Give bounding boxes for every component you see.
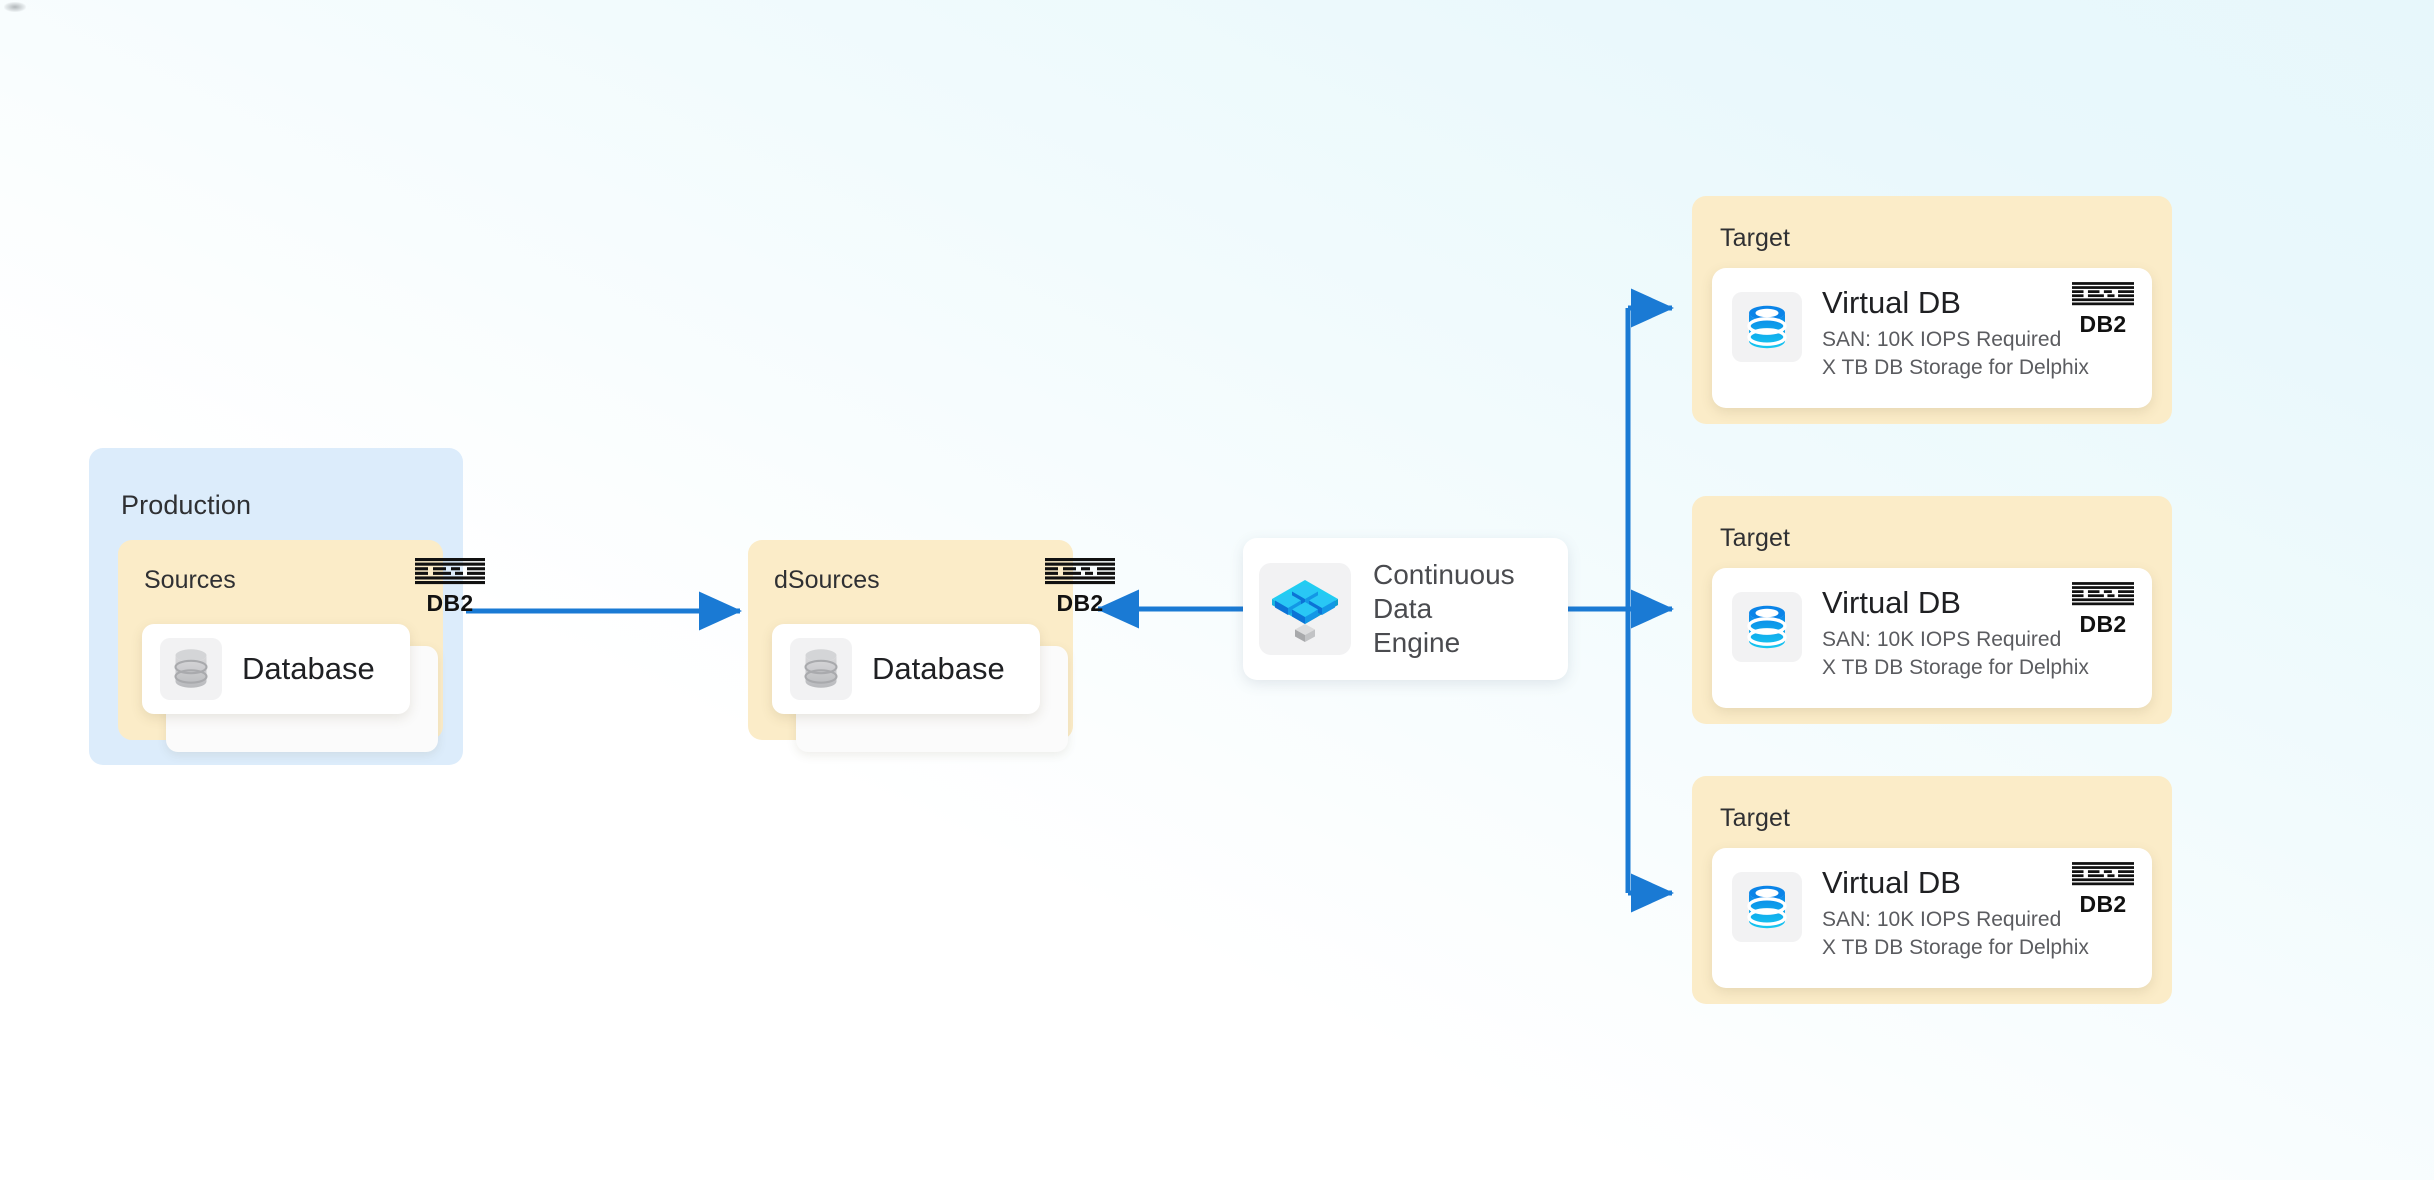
ibm-db2-logo-dsources: DB2 [1045, 558, 1115, 615]
dsource-database-card[interactable]: Database [772, 624, 1040, 714]
db2-label: DB2 [2079, 891, 2127, 917]
virtual-db-card-1[interactable]: Virtual DB SAN: 10K IOPS Required X TB D… [1712, 268, 2152, 408]
ibm-mark-icon [2072, 582, 2134, 611]
ibm-mark-icon [2072, 862, 2134, 891]
db2-label: DB2 [2079, 611, 2127, 637]
virtual-db-card-2[interactable]: Virtual DB SAN: 10K IOPS Required X TB D… [1712, 568, 2152, 708]
db2-label: DB2 [1056, 590, 1104, 616]
engine-title: Continuous Data Engine [1373, 558, 1515, 659]
production-title: Production [121, 490, 252, 520]
virtual-db-card-3[interactable]: Virtual DB SAN: 10K IOPS Required X TB D… [1712, 848, 2152, 988]
database-cylinder-icon [790, 638, 852, 700]
ibm-mark-icon [415, 558, 485, 590]
virtual-db-line2-1: X TB DB Storage for Delphix [1822, 355, 2089, 379]
virtual-db-name-1: Virtual DB [1822, 285, 1961, 320]
virtual-db-line1-3: SAN: 10K IOPS Required [1822, 908, 2062, 932]
database-cylinder-icon [160, 638, 222, 700]
target-title-2: Target [1720, 524, 1791, 552]
sources-card: Sources [118, 540, 485, 752]
corner-artifact [4, 2, 26, 12]
virtual-db-cylinder-icon [1732, 592, 1802, 662]
virtual-db-name-2: Virtual DB [1822, 585, 1961, 620]
dsource-database-name: Database [872, 651, 1005, 686]
ibm-mark-icon [2072, 282, 2134, 311]
virtual-db-line1-2: SAN: 10K IOPS Required [1822, 628, 2062, 652]
dsources-card: dSources [748, 540, 1115, 752]
ibm-db2-logo-sources: DB2 [415, 558, 485, 615]
dsource-database-stack: Database [772, 624, 1068, 752]
target-title-3: Target [1720, 804, 1791, 832]
sources-label: Sources [144, 566, 236, 594]
ibm-db2-logo-target-3: DB2 [2072, 862, 2134, 916]
dsources-label: dSources [774, 566, 880, 594]
virtual-db-cylinder-icon [1732, 872, 1802, 942]
virtual-db-name-3: Virtual DB [1822, 865, 1961, 900]
ibm-mark-icon [1045, 558, 1115, 590]
virtual-db-line2-3: X TB DB Storage for Delphix [1822, 935, 2089, 959]
virtual-db-line2-2: X TB DB Storage for Delphix [1822, 655, 2089, 679]
cube-cluster-icon [1259, 563, 1351, 655]
continuous-data-engine-card[interactable]: Continuous Data Engine [1243, 538, 1568, 680]
source-database-card[interactable]: Database [142, 624, 410, 714]
virtual-db-cylinder-icon [1732, 292, 1802, 362]
ibm-db2-logo-target-1: DB2 [2072, 282, 2134, 336]
source-database-stack: Database [142, 624, 438, 752]
ibm-db2-logo-target-2: DB2 [2072, 582, 2134, 636]
target-title-1: Target [1720, 224, 1791, 252]
source-database-name: Database [242, 651, 375, 686]
db2-label: DB2 [426, 590, 474, 616]
db2-label: DB2 [2079, 311, 2127, 337]
virtual-db-line1-1: SAN: 10K IOPS Required [1822, 328, 2062, 352]
